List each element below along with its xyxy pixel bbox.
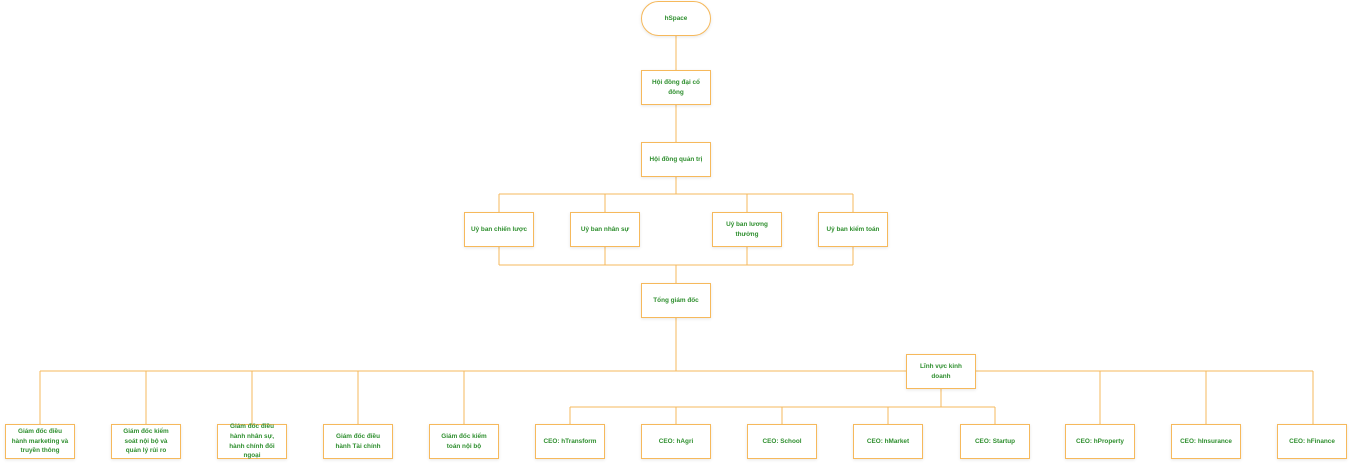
node-director-finance-label: Giám đốc điều hành Tài chính	[335, 432, 381, 450]
node-committee-compensation[interactable]: Uỷ ban lương thưởng	[712, 212, 782, 247]
node-director-hr-admin[interactable]: Giám đốc điều hành nhân sự, hành chính đ…	[217, 422, 287, 460]
node-committee-compensation-label: Uỷ ban lương thưởng	[726, 220, 768, 238]
node-director-risk-label: Giám đốc kiểm soát nội bộ và quản lý rủi…	[123, 427, 169, 455]
node-committee-hr[interactable]: Uỷ ban nhân sự	[570, 212, 640, 247]
node-ceo-hmarket-label: CEO: hMarket	[866, 437, 910, 445]
node-director-hr-admin-label: Giám đốc điều hành nhân sự, hành chính đ…	[229, 422, 275, 460]
node-ceo-hproperty-label: CEO: hProperty	[1076, 437, 1124, 445]
node-ceo-hinsurance-label: CEO: hInsurance	[1180, 437, 1232, 445]
node-director-marketing-label: Giám đốc điều hành marketing và truyền t…	[11, 427, 69, 455]
node-shareholders[interactable]: Hội đồng đại cổ đông	[641, 70, 711, 105]
node-general-director-label: Tổng giám đốc	[653, 296, 699, 304]
node-ceo-school[interactable]: CEO: School	[747, 424, 817, 459]
node-ceo-hfinance[interactable]: CEO: hFinance	[1277, 424, 1347, 459]
node-ceo-hfinance-label: CEO: hFinance	[1289, 437, 1335, 445]
node-business-field-label: Lĩnh vực kinh doanh	[920, 362, 962, 380]
node-board-label: Hội đồng quản trị	[649, 155, 703, 163]
node-ceo-startup[interactable]: CEO: Startup	[960, 424, 1030, 459]
node-ceo-hagri[interactable]: CEO: hAgri	[641, 424, 711, 459]
node-ceo-htransform[interactable]: CEO: hTransform	[535, 424, 605, 459]
node-ceo-hagri-label: CEO: hAgri	[658, 437, 694, 445]
node-ceo-startup-label: CEO: Startup	[974, 437, 1016, 445]
node-ceo-hproperty[interactable]: CEO: hProperty	[1065, 424, 1135, 459]
node-ceo-htransform-label: CEO: hTransform	[543, 437, 597, 445]
node-committee-hr-label: Uỷ ban nhân sự	[580, 225, 630, 233]
node-board[interactable]: Hội đồng quản trị	[641, 142, 711, 177]
node-general-director[interactable]: Tổng giám đốc	[641, 283, 711, 318]
node-root[interactable]: hSpace	[641, 1, 711, 36]
node-director-risk[interactable]: Giám đốc kiểm soát nội bộ và quản lý rủi…	[111, 424, 181, 459]
node-committee-audit-label: Uỷ ban kiểm toán	[826, 225, 880, 233]
node-committee-strategy-label: Uỷ ban chiến lược	[470, 225, 528, 233]
node-director-finance[interactable]: Giám đốc điều hành Tài chính	[323, 424, 393, 459]
node-committee-audit[interactable]: Uỷ ban kiểm toán	[818, 212, 888, 247]
node-business-field[interactable]: Lĩnh vực kinh doanh	[906, 354, 976, 389]
node-director-internal-audit-label: Giám đốc kiểm toán nội bộ	[441, 432, 487, 450]
node-director-internal-audit[interactable]: Giám đốc kiểm toán nội bộ	[429, 424, 499, 459]
node-committee-strategy[interactable]: Uỷ ban chiến lược	[464, 212, 534, 247]
node-ceo-school-label: CEO: School	[762, 437, 802, 445]
node-shareholders-label: Hội đồng đại cổ đông	[652, 78, 700, 96]
node-ceo-hmarket[interactable]: CEO: hMarket	[853, 424, 923, 459]
node-director-marketing[interactable]: Giám đốc điều hành marketing và truyền t…	[5, 424, 75, 459]
node-ceo-hinsurance[interactable]: CEO: hInsurance	[1171, 424, 1241, 459]
node-root-label: hSpace	[664, 14, 688, 22]
